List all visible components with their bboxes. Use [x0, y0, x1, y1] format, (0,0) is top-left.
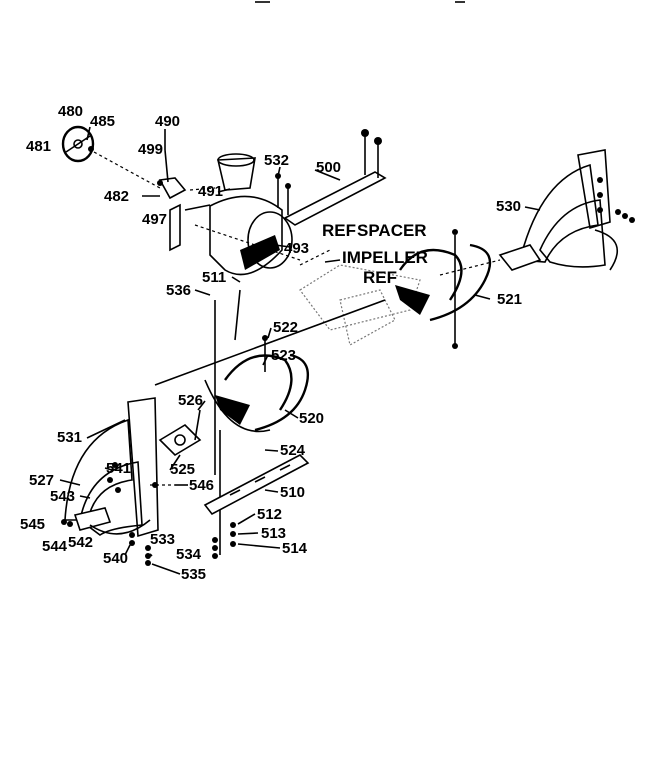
part-label-491: 491 [198, 183, 224, 200]
part-label-521: 521 [497, 291, 523, 308]
part-label-spacer: SPACER [357, 221, 427, 240]
shave-plate-drawing [203, 454, 310, 516]
part-label-525: 525 [170, 461, 196, 478]
part-label-532: 532 [264, 152, 290, 169]
part-label-impeller: IMPELLER [342, 248, 428, 267]
left-auger-housing-drawing [64, 397, 175, 538]
part-label-482: 482 [104, 188, 130, 205]
part-label-480: 480 [58, 103, 84, 120]
part-label-522: 522 [273, 319, 299, 336]
hardware-stack-drawing [61, 519, 236, 566]
part-label-536: 536 [166, 282, 192, 299]
part-label-impeller-ref: REF [363, 268, 397, 287]
leader-lines [59, 126, 541, 575]
right-auger-housing-drawing [439, 149, 635, 276]
part-label-493: 493 [284, 240, 310, 257]
scraper-bar-drawing [275, 129, 387, 226]
part-label-500: 500 [316, 159, 342, 176]
part-label-499: 499 [138, 141, 164, 158]
part-label-511: 511 [202, 269, 227, 286]
part-label-545: 545 [20, 516, 46, 533]
part-label-541: 541 [106, 460, 132, 477]
crank-wheel-drawing [61, 125, 161, 189]
part-label-513: 513 [261, 525, 287, 542]
part-label-485: 485 [90, 113, 116, 130]
part-label-546: 546 [189, 477, 215, 494]
part-label-533: 533 [150, 531, 176, 548]
part-label-512: 512 [257, 506, 283, 523]
part-label-514: 514 [282, 540, 308, 557]
part-label-542: 542 [68, 534, 94, 551]
part-label-527: 527 [29, 472, 55, 489]
part-label-530: 530 [496, 198, 522, 215]
part-label-531: 531 [57, 429, 83, 446]
chute-bracket-drawing [142, 149, 216, 252]
left-auger-drawing [204, 335, 310, 433]
part-label-540: 540 [103, 550, 129, 567]
part-label-526: 526 [178, 392, 204, 409]
right-auger-drawing [395, 229, 492, 349]
part-label-524: 524 [280, 442, 306, 459]
part-label-481: 481 [26, 138, 52, 155]
bearing-plate-drawing [158, 409, 202, 457]
part-label-535: 535 [181, 566, 207, 583]
blower-housing-drawing [184, 153, 301, 276]
part-label-523: 523 [271, 347, 297, 364]
part-label-497: 497 [142, 211, 168, 228]
part-label-520: 520 [299, 410, 325, 427]
part-label-510: 510 [280, 484, 306, 501]
part-label-spacer-ref: REF [322, 221, 356, 240]
part-label-543: 543 [50, 488, 76, 505]
part-label-490: 490 [155, 113, 181, 130]
part-label-534: 534 [176, 546, 202, 563]
part-label-544: 544 [42, 538, 68, 555]
